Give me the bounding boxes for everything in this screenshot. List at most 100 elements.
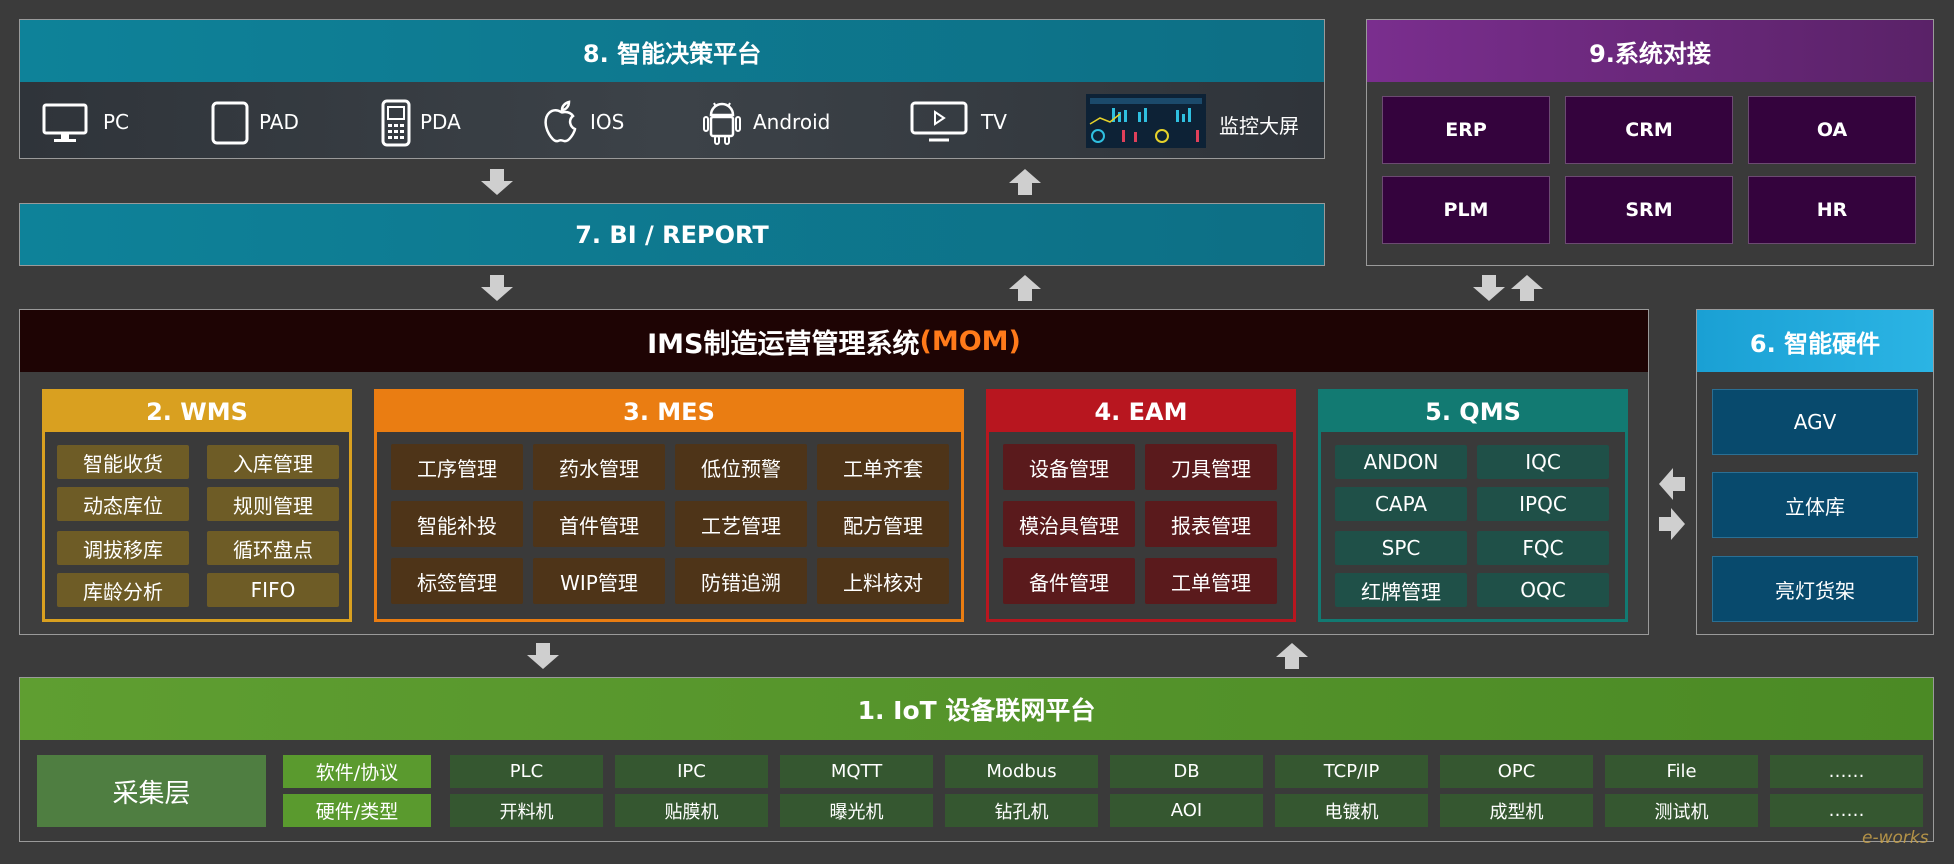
arrow-right-icon (1659, 508, 1685, 540)
device-label-pc: PC (103, 110, 130, 134)
protocol-cell: TCP/IP (1275, 755, 1428, 788)
wms-item: 智能收货 (57, 445, 189, 479)
device-label-pad: PAD (259, 110, 299, 134)
device-label-pda: PDA (420, 110, 461, 134)
wms-module: 2. WMS 智能收货 入库管理 动态库位 规则管理 调拔移库 循环盘点 库龄分… (42, 389, 352, 622)
handheld-icon (380, 98, 412, 148)
arrow-up-icon (1511, 275, 1543, 301)
dashboard-screen-icon (1086, 94, 1206, 148)
arrow-down-icon (1473, 275, 1505, 301)
wms-item: 调拔移库 (57, 531, 189, 565)
eam-item: 工单管理 (1145, 558, 1277, 604)
arrow-up-icon (1276, 643, 1308, 669)
eam-item: 备件管理 (1003, 558, 1135, 604)
system-srm: SRM (1565, 176, 1733, 244)
protocol-cell: Modbus (945, 755, 1098, 788)
mes-item: 低位预警 (675, 444, 807, 490)
hardware-type-cell: 曝光机 (780, 794, 933, 827)
hardware-stereo-warehouse: 立体库 (1712, 472, 1918, 538)
wms-item: 循环盘点 (207, 531, 339, 565)
eam-module: 4. EAM 设备管理 刀具管理 模治具管理 报表管理 备件管理 工单管理 (986, 389, 1296, 622)
row-label-software: 软件/协议 (283, 755, 431, 788)
decision-platform-title: 8. 智能决策平台 (20, 20, 1324, 82)
wms-item: 规则管理 (207, 487, 339, 521)
mom-title: IMS制造运营管理系统(MOM) (20, 310, 1648, 372)
protocol-cell: DB (1110, 755, 1263, 788)
collection-layer: 采集层 (37, 755, 266, 827)
hardware-type-cell: 贴膜机 (615, 794, 768, 827)
protocol-cell: File (1605, 755, 1758, 788)
eam-item: 模治具管理 (1003, 501, 1135, 547)
arrow-up-icon (1009, 169, 1041, 195)
row-label-hardware: 硬件/类型 (283, 794, 431, 827)
system-integration-panel: 9.系统对接 ERP CRM OA PLM SRM HR (1366, 19, 1934, 266)
mes-item: 智能补投 (391, 501, 523, 547)
mom-title-suffix: (MOM) (919, 325, 1021, 357)
mes-item: 药水管理 (533, 444, 665, 490)
mes-item: 标签管理 (391, 558, 523, 604)
hardware-agv: AGV (1712, 389, 1918, 455)
arrow-down-icon (481, 169, 513, 195)
hardware-type-cell: 成型机 (1440, 794, 1593, 827)
iot-panel: 1. IoT 设备联网平台 采集层 软件/协议 硬件/类型 PLC IPC MQTT… (19, 677, 1934, 842)
decision-platform-panel: 8. 智能决策平台 PC PAD PDA IOS Android TV 监控大屏 (19, 19, 1325, 159)
device-label-android: Android (753, 110, 831, 134)
arrow-down-icon (527, 643, 559, 669)
hardware-type-cell: 开料机 (450, 794, 603, 827)
qms-item: IQC (1477, 445, 1609, 479)
hardware-light-shelf: 亮灯货架 (1712, 556, 1918, 622)
device-label-tv: TV (981, 110, 1007, 134)
wms-title: 2. WMS (45, 392, 349, 432)
tv-icon (909, 100, 969, 144)
system-integration-title: 9.系统对接 (1367, 20, 1933, 82)
hardware-type-cell: AOI (1110, 794, 1263, 827)
wms-item: FIFO (207, 573, 339, 607)
system-erp: ERP (1382, 96, 1550, 164)
monitor-icon (42, 102, 88, 146)
eam-item: 刀具管理 (1145, 444, 1277, 490)
wms-item: 动态库位 (57, 487, 189, 521)
android-icon (702, 98, 742, 146)
mom-title-main: IMS制造运营管理系统 (647, 328, 920, 360)
mes-item: WIP管理 (533, 558, 665, 604)
mes-item: 配方管理 (817, 501, 949, 547)
smart-hardware-title: 6. 智能硬件 (1697, 310, 1933, 372)
mes-item: 防错追溯 (675, 558, 807, 604)
qms-item: OQC (1477, 573, 1609, 607)
qms-item: FQC (1477, 531, 1609, 565)
protocol-cell: OPC (1440, 755, 1593, 788)
mes-item: 首件管理 (533, 501, 665, 547)
qms-item: 红牌管理 (1335, 573, 1467, 607)
system-plm: PLM (1382, 176, 1550, 244)
protocol-cell: MQTT (780, 755, 933, 788)
qms-title: 5. QMS (1321, 392, 1625, 432)
wms-grid: 智能收货 入库管理 动态库位 规则管理 调拔移库 循环盘点 库龄分析 FIFO (57, 445, 339, 609)
bi-report-bar: 7. BI / REPORT (19, 203, 1325, 266)
system-crm: CRM (1565, 96, 1733, 164)
mes-item: 工艺管理 (675, 501, 807, 547)
eam-item: 报表管理 (1145, 501, 1277, 547)
mes-item: 工序管理 (391, 444, 523, 490)
protocol-cell: PLC (450, 755, 603, 788)
device-label-ios: IOS (590, 110, 625, 134)
arrow-left-icon (1659, 468, 1685, 500)
arrow-down-icon (481, 275, 513, 301)
wms-item: 入库管理 (207, 445, 339, 479)
mes-item: 工单齐套 (817, 444, 949, 490)
smart-hardware-panel: 6. 智能硬件 AGV 立体库 亮灯货架 (1696, 309, 1934, 635)
protocol-cell: IPC (615, 755, 768, 788)
iot-title: 1. IoT 设备联网平台 (20, 678, 1933, 740)
protocol-cell: …… (1770, 755, 1923, 788)
watermark-logo: e-works (1862, 828, 1929, 848)
hardware-type-cell: 钻孔机 (945, 794, 1098, 827)
mes-item: 上料核对 (817, 558, 949, 604)
qms-item: ANDON (1335, 445, 1467, 479)
hardware-type-cell: 测试机 (1605, 794, 1758, 827)
mom-panel: IMS制造运营管理系统(MOM) 2. WMS 智能收货 入库管理 动态库位 规… (19, 309, 1649, 635)
device-label-bigscreen: 监控大屏 (1219, 114, 1299, 138)
qms-item: CAPA (1335, 487, 1467, 521)
qms-module: 5. QMS ANDON IQC CAPA IPQC SPC FQC 红牌管理 … (1318, 389, 1628, 622)
eam-item: 设备管理 (1003, 444, 1135, 490)
apple-icon (540, 98, 582, 146)
wms-item: 库龄分析 (57, 573, 189, 607)
